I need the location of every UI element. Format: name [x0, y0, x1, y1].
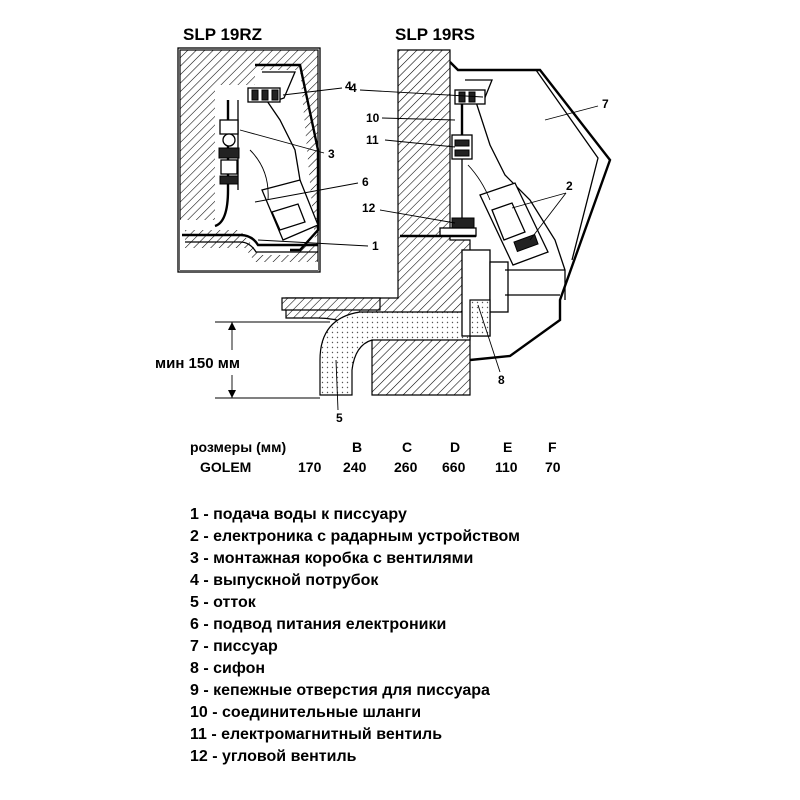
legend-item-2: 2 - електроника с радарным устройством: [190, 528, 520, 545]
angle-valve: [451, 217, 475, 229]
left-callout-1: 1: [372, 239, 379, 253]
table-header-title: розмеры (мм): [190, 439, 286, 455]
table-cell-5: 110: [495, 459, 518, 475]
right-callout-11: 11: [366, 133, 379, 147]
right-power-cable: [467, 164, 491, 201]
right-callout-5: 5: [336, 411, 343, 425]
table-header-c: C: [402, 439, 412, 455]
legend-item-11: 11 - електромагнитный вентиль: [190, 726, 442, 743]
right-callout-10: 10: [366, 111, 380, 125]
table-header-f: F: [548, 439, 557, 455]
table-cell-4: 660: [442, 459, 466, 475]
right-installation-drawing: SLP 19RS: [281, 25, 612, 425]
legend-item-1: 1 - подача воды к писсуару: [190, 506, 407, 523]
table-row-name: GOLEM: [200, 459, 251, 475]
table-header-e: E: [503, 439, 512, 455]
legend-list: 1 - подача воды к писсуару 2 - електрони…: [190, 506, 520, 765]
dimension-label: мин 150 мм: [155, 355, 240, 372]
left-title: SLP 19RZ: [183, 25, 262, 44]
right-callout-8: 8: [498, 373, 505, 387]
table-cell-1: 170: [298, 459, 322, 475]
left-valve-top: [219, 119, 239, 135]
left-installation-drawing: SLP 19RZ 4: [177, 25, 379, 273]
right-callout-12: 12: [362, 201, 376, 215]
height-dimension: мин 150 мм: [155, 321, 330, 399]
left-callout-6: 6: [362, 175, 369, 189]
left-callout-4: 4: [345, 79, 352, 93]
legend-item-7: 7 - писсуар: [190, 638, 278, 655]
left-frame: [177, 47, 321, 273]
table-cell-2: 240: [343, 459, 367, 475]
right-callout-4: 4: [350, 81, 357, 95]
left-water-supply-pipe-inner: [185, 241, 318, 253]
legend-item-6: 6 - подвод питания електроники: [190, 616, 446, 633]
right-title: SLP 19RS: [395, 25, 475, 44]
legend-item-9: 9 - кепежные отверстия для писсуара: [190, 682, 490, 699]
left-electronics-box: [261, 179, 319, 241]
table-cell-6: 70: [545, 459, 561, 475]
table-header-b: B: [352, 439, 362, 455]
left-valve-mid: [218, 147, 240, 159]
floor-slab: [281, 297, 381, 311]
left-vertical-pipe: [214, 100, 230, 228]
left-callout-3: 3: [328, 147, 335, 161]
table-cell-3: 260: [394, 459, 418, 475]
legend-item-5: 5 - отток: [190, 594, 257, 611]
legend-item-12: 12 - угловой вентиль: [190, 748, 357, 765]
legend-item-4: 4 - выпускной потрубок: [190, 572, 379, 589]
left-power-cable: [249, 149, 269, 201]
right-callout-2: 2: [566, 179, 573, 193]
legend-item-8: 8 - сифон: [190, 660, 265, 677]
left-water-supply-pipe: [182, 233, 318, 247]
right-callout-7: 7: [602, 97, 609, 111]
size-table: розмеры (мм) B C D E F GOLEM 170 240 260…: [190, 439, 561, 475]
legend-item-10: 10 - соединительные шланги: [190, 704, 421, 721]
table-header-d: D: [450, 439, 460, 455]
legend-item-3: 3 - монтажная коробка с вентилями: [190, 550, 473, 567]
left-valve-bottom: [219, 175, 239, 185]
